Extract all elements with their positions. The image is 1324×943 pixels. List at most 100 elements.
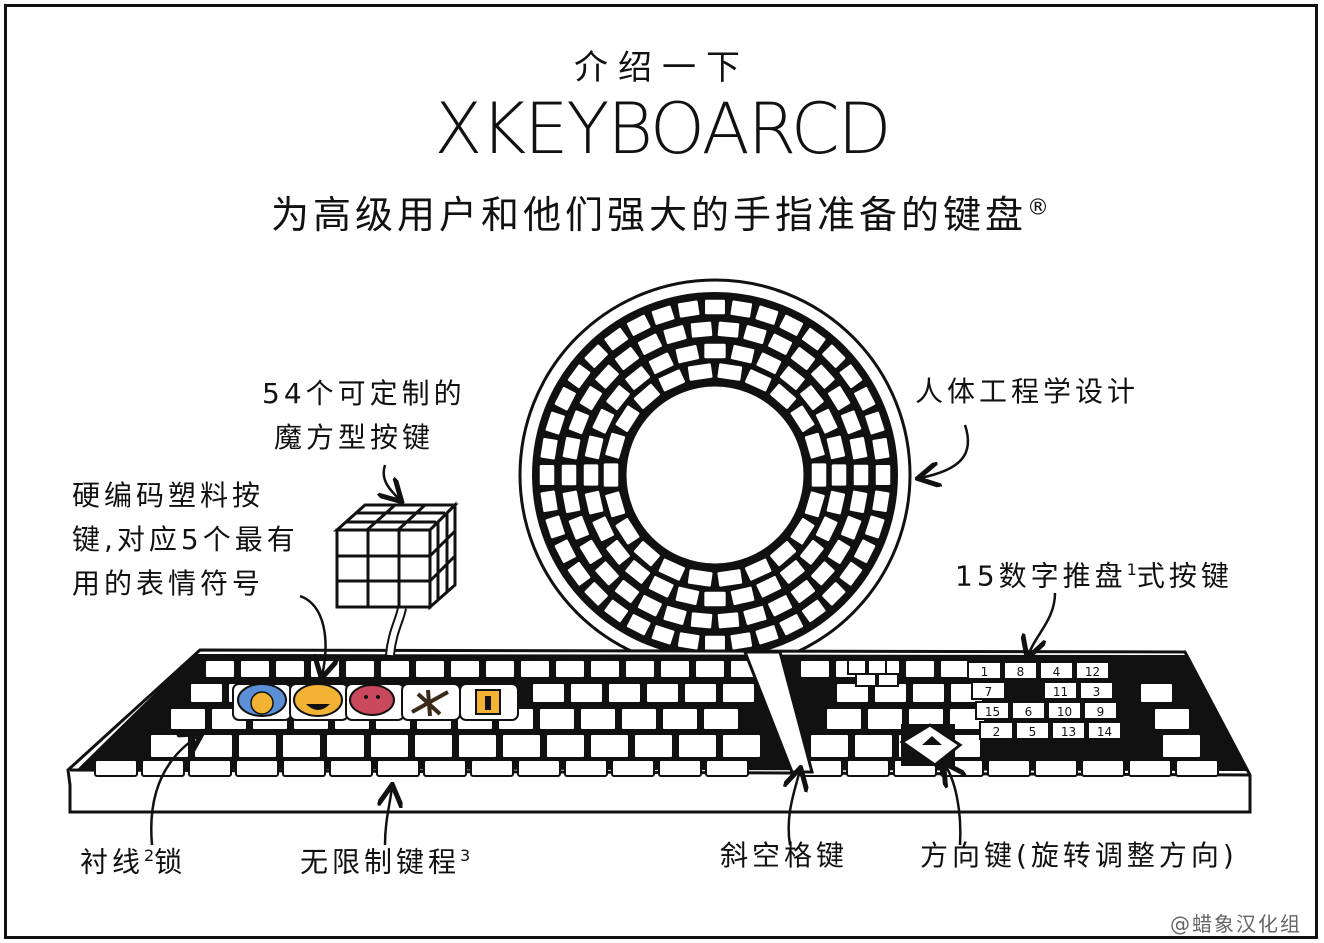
keyboard-key xyxy=(1153,707,1191,731)
ring-key xyxy=(798,538,826,567)
header-kicker: 介绍一下 xyxy=(574,48,750,88)
puzzle-tile-number: 15 xyxy=(985,705,1000,719)
ring-key xyxy=(729,299,754,320)
ring-key xyxy=(632,539,662,568)
slanted-space-key xyxy=(742,650,814,774)
keyboard-key xyxy=(579,707,617,731)
ring-key xyxy=(848,435,869,461)
keyboard-key xyxy=(658,759,702,777)
ring-key xyxy=(686,567,715,589)
ring-key xyxy=(625,612,652,637)
callout-caps-lock: 衬线2锁 xyxy=(80,834,186,884)
ring-key xyxy=(647,351,676,376)
keyboard-key xyxy=(633,733,674,759)
puzzle-tile xyxy=(1015,721,1050,740)
main-key-grid xyxy=(94,659,1219,777)
ring-key xyxy=(623,558,652,586)
ring-key xyxy=(625,313,652,338)
keyboard-key xyxy=(835,682,870,704)
page-title: XKEYBOARCD xyxy=(434,88,891,170)
ring-key xyxy=(561,489,582,515)
keyboard-key xyxy=(329,759,373,777)
ring-key xyxy=(544,514,567,540)
puzzle-tile xyxy=(1083,701,1118,720)
ring-key xyxy=(566,362,592,390)
keyboard-key xyxy=(721,682,756,704)
ring-key xyxy=(715,361,744,383)
ring-key xyxy=(848,489,869,515)
keyboard-key xyxy=(369,733,410,759)
puzzle-tile-number: 12 xyxy=(1085,665,1100,679)
keyboard-key xyxy=(414,659,446,679)
ring-key xyxy=(702,590,728,608)
ring-key xyxy=(650,304,676,327)
keyboard-key xyxy=(661,707,699,731)
puzzle-empty-slot xyxy=(1007,681,1042,700)
ring-key xyxy=(716,320,741,340)
ring-key xyxy=(647,574,676,599)
ring-key xyxy=(803,489,827,519)
keyboard-key xyxy=(939,659,971,679)
ring-key xyxy=(814,407,839,436)
subtitle-text: 为高级用户和他们强大的手指准备的键盘 xyxy=(270,193,1027,237)
ring-key xyxy=(613,578,641,605)
ring-key xyxy=(729,630,754,651)
ring-key xyxy=(809,559,837,587)
ring-key xyxy=(662,604,689,627)
keyboard-key xyxy=(702,707,740,731)
keyboard-key xyxy=(470,759,514,777)
ring-key xyxy=(632,382,662,411)
callout-numpad: 15数字推盘1式按键 xyxy=(955,548,1233,598)
emoji-sign-icon xyxy=(459,683,519,721)
puzzle-tile xyxy=(1047,701,1082,720)
keyboard-key xyxy=(1139,682,1174,704)
keyboard-key xyxy=(904,659,936,679)
puzzle-tile xyxy=(1039,661,1074,680)
callout-emoji-line2: 键,对应5个最有 xyxy=(72,523,299,556)
callout-rubik-line2: 魔方型按键 xyxy=(274,421,435,454)
ring-key xyxy=(789,404,816,434)
keyboard-key xyxy=(501,733,542,759)
ring-key xyxy=(566,560,592,588)
keyboard-key xyxy=(413,733,454,759)
ring-key xyxy=(789,345,817,372)
keyboard-key xyxy=(1034,759,1078,777)
keyboard-key xyxy=(677,733,718,759)
ring-key xyxy=(567,514,591,542)
ring-key xyxy=(578,538,604,566)
ring-key xyxy=(636,332,664,357)
puzzle-tile-number: 8 xyxy=(1017,665,1025,679)
puzzle-tile xyxy=(1075,661,1110,680)
puzzle-tile xyxy=(967,661,1002,680)
ring-key xyxy=(789,578,817,605)
puzzle-tile xyxy=(1079,681,1114,700)
ring-key xyxy=(689,320,714,340)
ring-key xyxy=(593,559,621,587)
keyboard-key xyxy=(1175,759,1219,777)
puzzle-tile-number: 4 xyxy=(1053,665,1061,679)
keyboard-key xyxy=(659,659,691,679)
keyboard-key xyxy=(645,682,680,704)
ring-key xyxy=(870,436,891,461)
keyboard-key xyxy=(911,682,946,704)
ring-key xyxy=(809,363,837,391)
ring-key xyxy=(820,343,847,370)
ring-key xyxy=(826,384,852,412)
ring-key xyxy=(839,408,863,436)
ring-key xyxy=(603,489,627,519)
puzzle-tile-number: 9 xyxy=(1097,705,1105,719)
keyboard-key xyxy=(531,682,566,704)
keyboard-key xyxy=(1081,759,1125,777)
puzzle-tile-number: 11 xyxy=(1053,685,1068,699)
ring-key xyxy=(778,612,805,637)
keyboard-key xyxy=(545,733,586,759)
keyboard-key xyxy=(554,659,586,679)
callout-arrows xyxy=(150,424,1057,846)
ring-key xyxy=(650,623,676,646)
ring-key xyxy=(623,364,652,392)
keyboard-key xyxy=(169,707,207,731)
keyboard-key xyxy=(457,733,498,759)
callout-numpad-text: 15数字推盘 xyxy=(955,559,1127,593)
